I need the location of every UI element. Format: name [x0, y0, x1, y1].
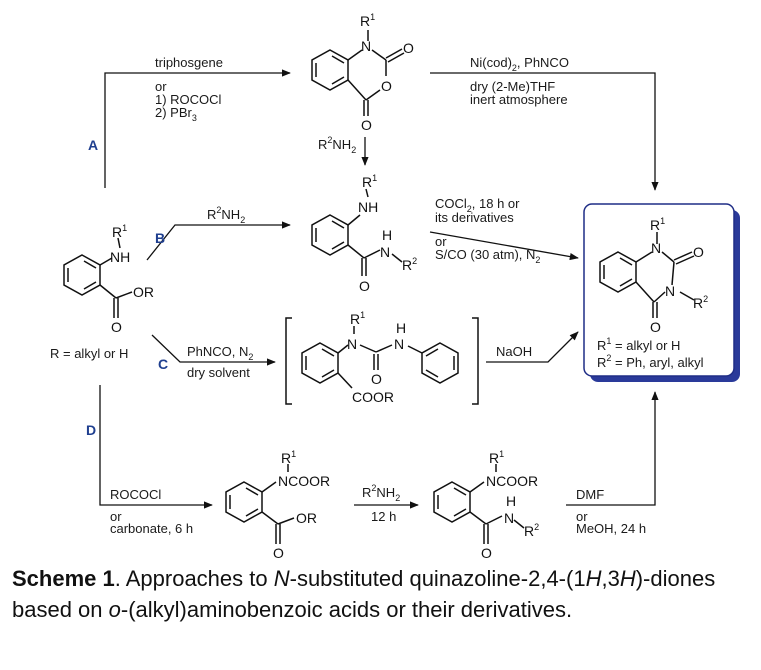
isatoic-amine-reagent: R2NH2	[318, 135, 356, 155]
cyclization-arrow	[429, 231, 579, 261]
route-d-label: D	[86, 422, 96, 438]
right-bracket	[472, 317, 479, 405]
caption-text-1: . Approaches to	[114, 566, 274, 591]
carbamate-o-atom: O	[273, 545, 284, 560]
amide-o-atom: O	[359, 278, 370, 294]
cocl-reagent-1: COCl2, 18 h or	[435, 196, 520, 214]
route-d-reagent-1: ROCOCl	[110, 487, 161, 502]
product-o2-atom: O	[693, 244, 704, 260]
route-b-label: B	[155, 230, 165, 246]
amide-n-atom: N	[380, 244, 390, 260]
carbamate-amide-ncoor-group: NCOOR	[486, 473, 538, 489]
left-bracket	[285, 317, 292, 405]
urea-r1-sub: R1	[350, 310, 365, 327]
route-c-label: C	[158, 356, 168, 372]
cocl-reagent-3: or	[435, 234, 447, 249]
isatoic-o4-atom: O	[361, 117, 372, 133]
amide-nh-atom: NH	[358, 199, 378, 215]
amide-h-atom: H	[382, 227, 392, 243]
route-d-reagent-2: or	[110, 509, 122, 524]
caption-text-2: -substituted quinazoline-2,4-(1	[289, 566, 586, 591]
product-o4-atom: O	[650, 319, 661, 335]
route-d-amine-time: 12 h	[371, 509, 396, 524]
urea-o-atom: O	[371, 371, 382, 387]
route-c-reagent-1: PhNCO, N2	[187, 344, 253, 362]
dmf-reagent-2: or	[576, 509, 588, 524]
urea-n-aryl-atom: N	[394, 336, 404, 352]
route-a-arrow	[104, 69, 291, 188]
carbamate-amide-r2-sub: R2	[524, 522, 539, 539]
carbamate-or-group: OR	[296, 510, 317, 526]
product-box	[583, 203, 735, 377]
naoh-arrow	[486, 331, 579, 363]
scheme-caption: Scheme 1. Approaches to N-substituted qu…	[12, 563, 752, 625]
isatoic-ring-o-atom: O	[381, 78, 392, 94]
product-n3-atom: N	[665, 283, 675, 299]
product-r1-sub: R1	[650, 216, 665, 233]
route-d-arrow	[99, 385, 213, 509]
urea-intermediate-structure: N R1 O N H COOR	[301, 310, 459, 405]
starting-aminobenzoate-structure: NH R1 OR O	[63, 223, 154, 335]
carbamate-r1-sub: R1	[281, 449, 296, 466]
dmf-arrow	[566, 391, 659, 506]
carbamate-amide-o-atom: O	[481, 545, 492, 560]
route-b-reagent: R2NH2	[207, 205, 245, 225]
carbamate-amide-structure: NCOOR R1 H N R2 O	[433, 449, 539, 560]
quinazolinedione-product-structure: N N O O R1 R2	[599, 216, 708, 335]
caption-italic-1: N	[273, 566, 290, 591]
caption-italic-2: H	[585, 566, 602, 591]
route-b-arrow	[146, 221, 291, 261]
product-n1-atom: N	[651, 240, 661, 256]
urea-n-alkyl-atom: N	[347, 336, 357, 352]
product-r2-definition: R2 = Ph, aryl, alkyl	[597, 353, 704, 370]
ni-reagent-3: inert atmosphere	[470, 92, 568, 107]
caption-italic-3: H	[619, 566, 636, 591]
reaction-scheme: N N O O R1 R2 R1 = alkyl or H R2 = Ph, a…	[50, 12, 740, 560]
caption-text-5: -(alkyl)aminobenzoic acids or their deri…	[120, 597, 573, 622]
ni-route-arrow	[430, 72, 659, 191]
naoh-reagent: NaOH	[496, 344, 532, 359]
cocl-reagent-4: S/CO (30 atm), N2	[435, 247, 540, 265]
isatoic-anhydride-structure: N O O O R1	[311, 12, 414, 133]
isatoic-n-atom: N	[361, 38, 371, 54]
start-r1-sub: R1	[112, 223, 127, 240]
route-d-amine-reagent: R2NH2	[362, 483, 400, 503]
caption-label: Scheme 1	[12, 566, 115, 591]
cocl-reagent-2: its derivatives	[435, 210, 514, 225]
start-r-definition: R = alkyl or H	[50, 346, 128, 361]
caption-italic-4: o	[108, 597, 121, 622]
isatoic-r1-sub: R1	[360, 12, 375, 29]
isatoic-o2-atom: O	[403, 40, 414, 56]
aminobenzamide-structure: NH R1 H N R2 O	[311, 173, 417, 294]
route-a-reagent-4: 2) PBr3	[155, 105, 197, 123]
start-o-atom: O	[111, 319, 122, 335]
product-r2-sub: R2	[693, 294, 708, 311]
route-a-reagent-2: or	[155, 79, 167, 94]
amide-r1-sub: R1	[362, 173, 377, 190]
caption-text-3: ,3	[601, 566, 620, 591]
ni-reagent-1: Ni(cod)2, PhNCO	[470, 55, 569, 73]
route-c-arrow	[151, 334, 276, 366]
start-or-group: OR	[133, 284, 154, 300]
dmf-reagent-1: DMF	[576, 487, 604, 502]
urea-cooR-group: COOR	[352, 389, 394, 405]
route-a-label: A	[88, 137, 98, 153]
carbamate-ester-structure: NCOOR R1 OR O	[225, 449, 330, 560]
route-c-reagent-2: dry solvent	[187, 365, 250, 380]
urea-h-atom: H	[396, 320, 406, 336]
start-nh-atom: NH	[110, 249, 130, 265]
ni-reagent-2: dry (2-Me)THF	[470, 79, 555, 94]
amide-r2-sub: R2	[402, 256, 417, 273]
route-d-reagent-3: carbonate, 6 h	[110, 521, 193, 536]
carbamate-amide-h-atom: H	[506, 493, 516, 509]
route-a-reagent-1: triphosgene	[155, 55, 223, 70]
carbamate-ncoor-group: NCOOR	[278, 473, 330, 489]
carbamate-amide-r1-sub: R1	[489, 449, 504, 466]
caption-text-4: )-diones based on	[12, 566, 716, 622]
carbamate-amide-n-atom: N	[504, 510, 514, 526]
product-r1-definition: R1 = alkyl or H	[597, 336, 680, 353]
route-a-reagent-3: 1) ROCOCl	[155, 92, 222, 107]
dmf-reagent-3: MeOH, 24 h	[576, 521, 646, 536]
